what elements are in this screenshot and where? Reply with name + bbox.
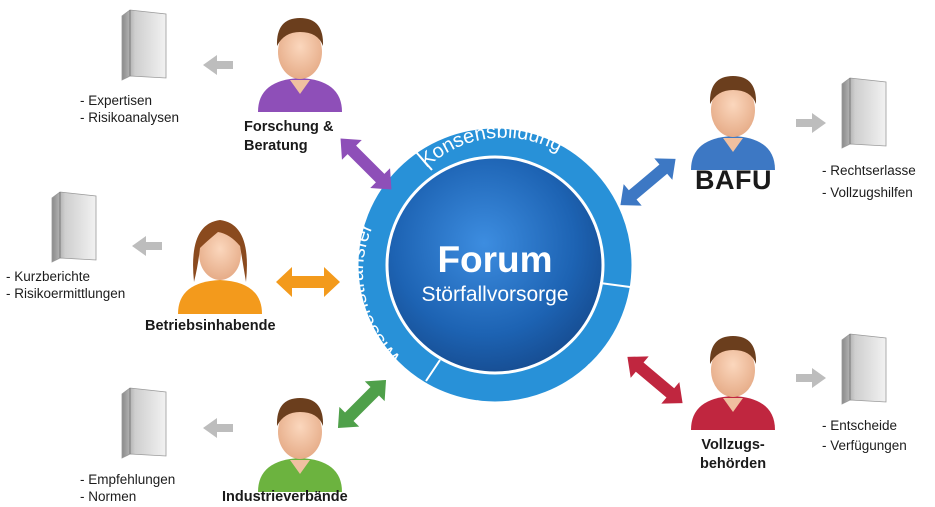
arrow-forschung bbox=[340, 138, 392, 190]
forum-title: Forum bbox=[437, 239, 553, 280]
doc-item: - Expertisen bbox=[80, 93, 153, 108]
document-icon bbox=[841, 333, 887, 405]
document-icon bbox=[121, 387, 167, 459]
docs-betrieb: - Kurzberichte - Risikoermittlungen bbox=[6, 268, 125, 302]
person-icon-industrie bbox=[258, 398, 342, 492]
label-line: Forschung & bbox=[244, 119, 334, 135]
arrow-vollzug bbox=[627, 356, 683, 404]
forum-ring bbox=[355, 125, 635, 405]
arrow-output-forschung bbox=[203, 55, 233, 75]
label-betrieb: Betriebsinhabende bbox=[145, 318, 276, 334]
document-icon bbox=[121, 9, 167, 81]
doc-item: - Kurzberichte bbox=[6, 269, 91, 284]
doc-item: - Empfehlungen bbox=[80, 472, 176, 487]
label-forschung: Forschung & Beratung bbox=[244, 118, 333, 156]
document-icon bbox=[51, 191, 97, 263]
arrow-output-bafu bbox=[796, 113, 826, 133]
doc-item: - Risikoermittlungen bbox=[6, 286, 126, 301]
label-line: Beratung bbox=[244, 138, 308, 154]
arrow-industrie bbox=[337, 379, 387, 429]
label-vollzug: Vollzugs- behörden bbox=[700, 436, 766, 474]
docs-vollzug: - Entscheide - Verfügungen bbox=[822, 416, 907, 456]
doc-item: - Rechtserlasse bbox=[822, 163, 916, 178]
person-icon-forschung bbox=[258, 18, 342, 112]
docs-bafu: - Rechtserlasse - Vollzugshilfen bbox=[822, 160, 916, 204]
arrow-output-industrie bbox=[203, 418, 233, 438]
forum-subtitle: Störfallvorsorge bbox=[421, 283, 569, 306]
docs-forschung: - Expertisen - Risikoanalysen bbox=[80, 92, 179, 126]
label-industrie: Industrieverbände bbox=[222, 489, 348, 505]
doc-item: - Normen bbox=[80, 489, 137, 504]
person-icon-vollzug bbox=[691, 336, 775, 430]
person-icon-bafu bbox=[691, 76, 775, 170]
document-icon bbox=[841, 77, 887, 149]
doc-item: - Verfügungen bbox=[822, 438, 907, 453]
doc-item: - Vollzugshilfen bbox=[822, 185, 913, 200]
arrow-bafu bbox=[620, 158, 676, 206]
label-line: Vollzugs- bbox=[701, 437, 765, 453]
doc-item: - Entscheide bbox=[822, 418, 898, 433]
label-bafu: BAFU bbox=[695, 165, 772, 195]
docs-industrie: - Empfehlungen - Normen bbox=[80, 471, 175, 505]
arrow-betrieb bbox=[276, 267, 340, 297]
label-line: behörden bbox=[700, 456, 767, 472]
doc-item: - Risikoanalysen bbox=[80, 110, 180, 125]
arrow-output-betrieb bbox=[132, 236, 162, 256]
arrow-output-vollzug bbox=[796, 368, 826, 388]
person-icon-betrieb bbox=[178, 220, 262, 314]
